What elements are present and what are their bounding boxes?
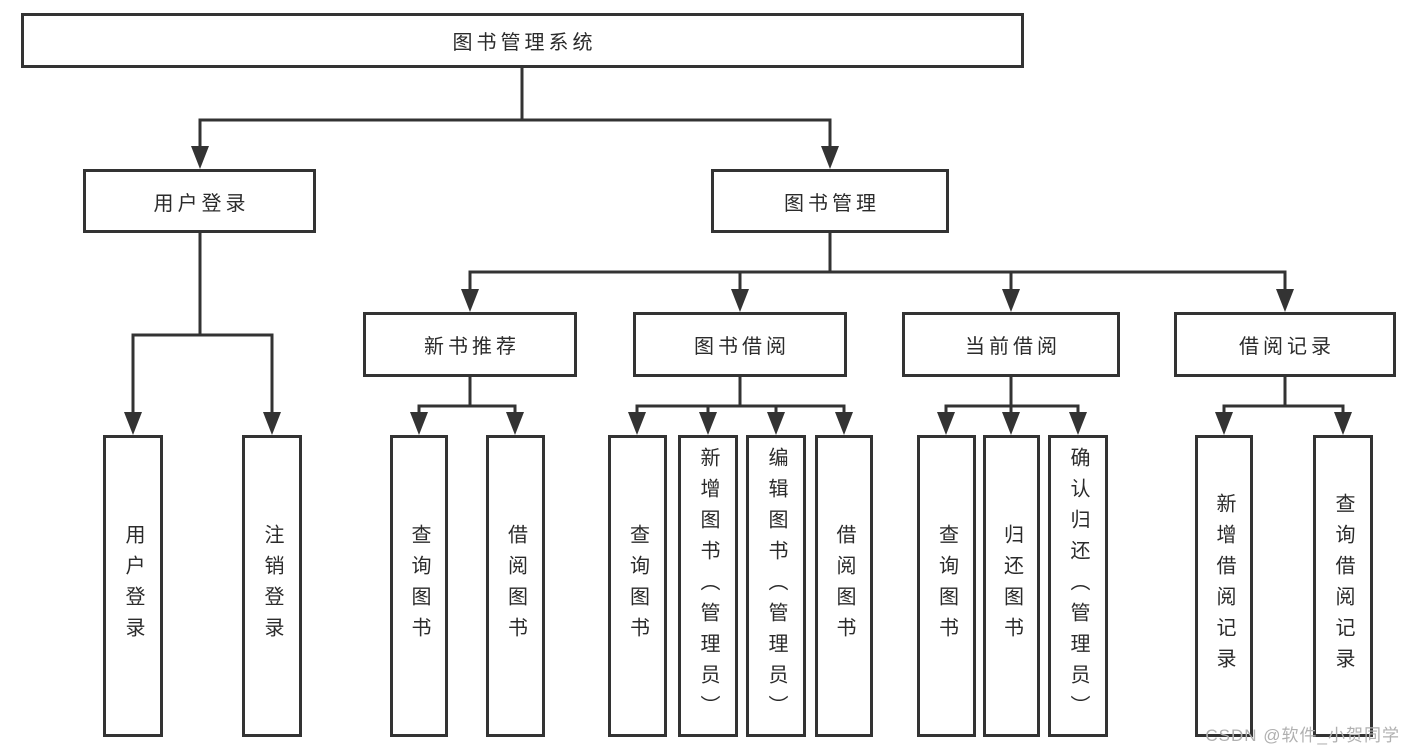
- node-label: 借阅图书: [504, 524, 527, 648]
- node-label: 编辑图书（管理员）: [765, 446, 787, 726]
- leaf-query-books-current: 查询图书: [917, 435, 976, 737]
- node-borrowing-records: 借阅记录: [1174, 312, 1396, 377]
- node-label: 注销登录: [261, 524, 283, 648]
- node-label: 图书管理: [784, 192, 880, 215]
- leaf-query-books-borrowing: 查询图书: [608, 435, 667, 737]
- leaf-query-books-recommend: 查询图书: [390, 435, 448, 737]
- node-label: 查询借阅记录: [1332, 493, 1354, 679]
- node-label: 图书借阅: [694, 336, 790, 358]
- node-label: 借阅记录: [1239, 336, 1335, 358]
- leaf-borrow-books-recommend: 借阅图书: [486, 435, 545, 737]
- node-label: 当前借阅: [965, 336, 1061, 358]
- node-label: 图书管理系统: [452, 32, 597, 54]
- csdn-watermark: CSDN @软件_小贺同学: [1205, 726, 1400, 745]
- node-label: 归还图书: [1000, 524, 1023, 648]
- node-new-book-recommend: 新书推荐: [363, 312, 577, 377]
- leaf-query-borrow-record: 查询借阅记录: [1313, 435, 1373, 737]
- node-label: 确认归还（管理员）: [1067, 446, 1089, 726]
- leaf-logout: 注销登录: [242, 435, 302, 737]
- node-label: 新书推荐: [424, 336, 520, 358]
- node-label: 查询图书: [626, 524, 649, 648]
- leaf-return-books: 归还图书: [983, 435, 1040, 737]
- node-label: 用户登录: [122, 524, 144, 648]
- leaf-user-login: 用户登录: [103, 435, 163, 737]
- node-label: 查询图书: [935, 524, 958, 648]
- arrowheads: [124, 146, 1352, 435]
- node-library-management-system: 图书管理系统: [21, 13, 1024, 68]
- node-label: 查询图书: [408, 524, 430, 648]
- node-label: 新增借阅记录: [1213, 493, 1235, 679]
- node-user-login: 用户登录: [83, 169, 316, 233]
- node-book-management: 图书管理: [711, 169, 949, 233]
- leaf-borrow-books: 借阅图书: [815, 435, 873, 737]
- leaf-confirm-return-admin: 确认归还（管理员）: [1048, 435, 1108, 737]
- node-label: 新增图书（管理员）: [697, 446, 719, 726]
- node-label: 借阅图书: [833, 524, 855, 648]
- node-book-borrowing: 图书借阅: [633, 312, 847, 377]
- leaf-add-borrow-record: 新增借阅记录: [1195, 435, 1253, 737]
- leaf-add-books-admin: 新增图书（管理员）: [678, 435, 738, 737]
- leaf-edit-books-admin: 编辑图书（管理员）: [746, 435, 806, 737]
- node-current-borrowing: 当前借阅: [902, 312, 1120, 377]
- node-label: 用户登录: [153, 192, 250, 215]
